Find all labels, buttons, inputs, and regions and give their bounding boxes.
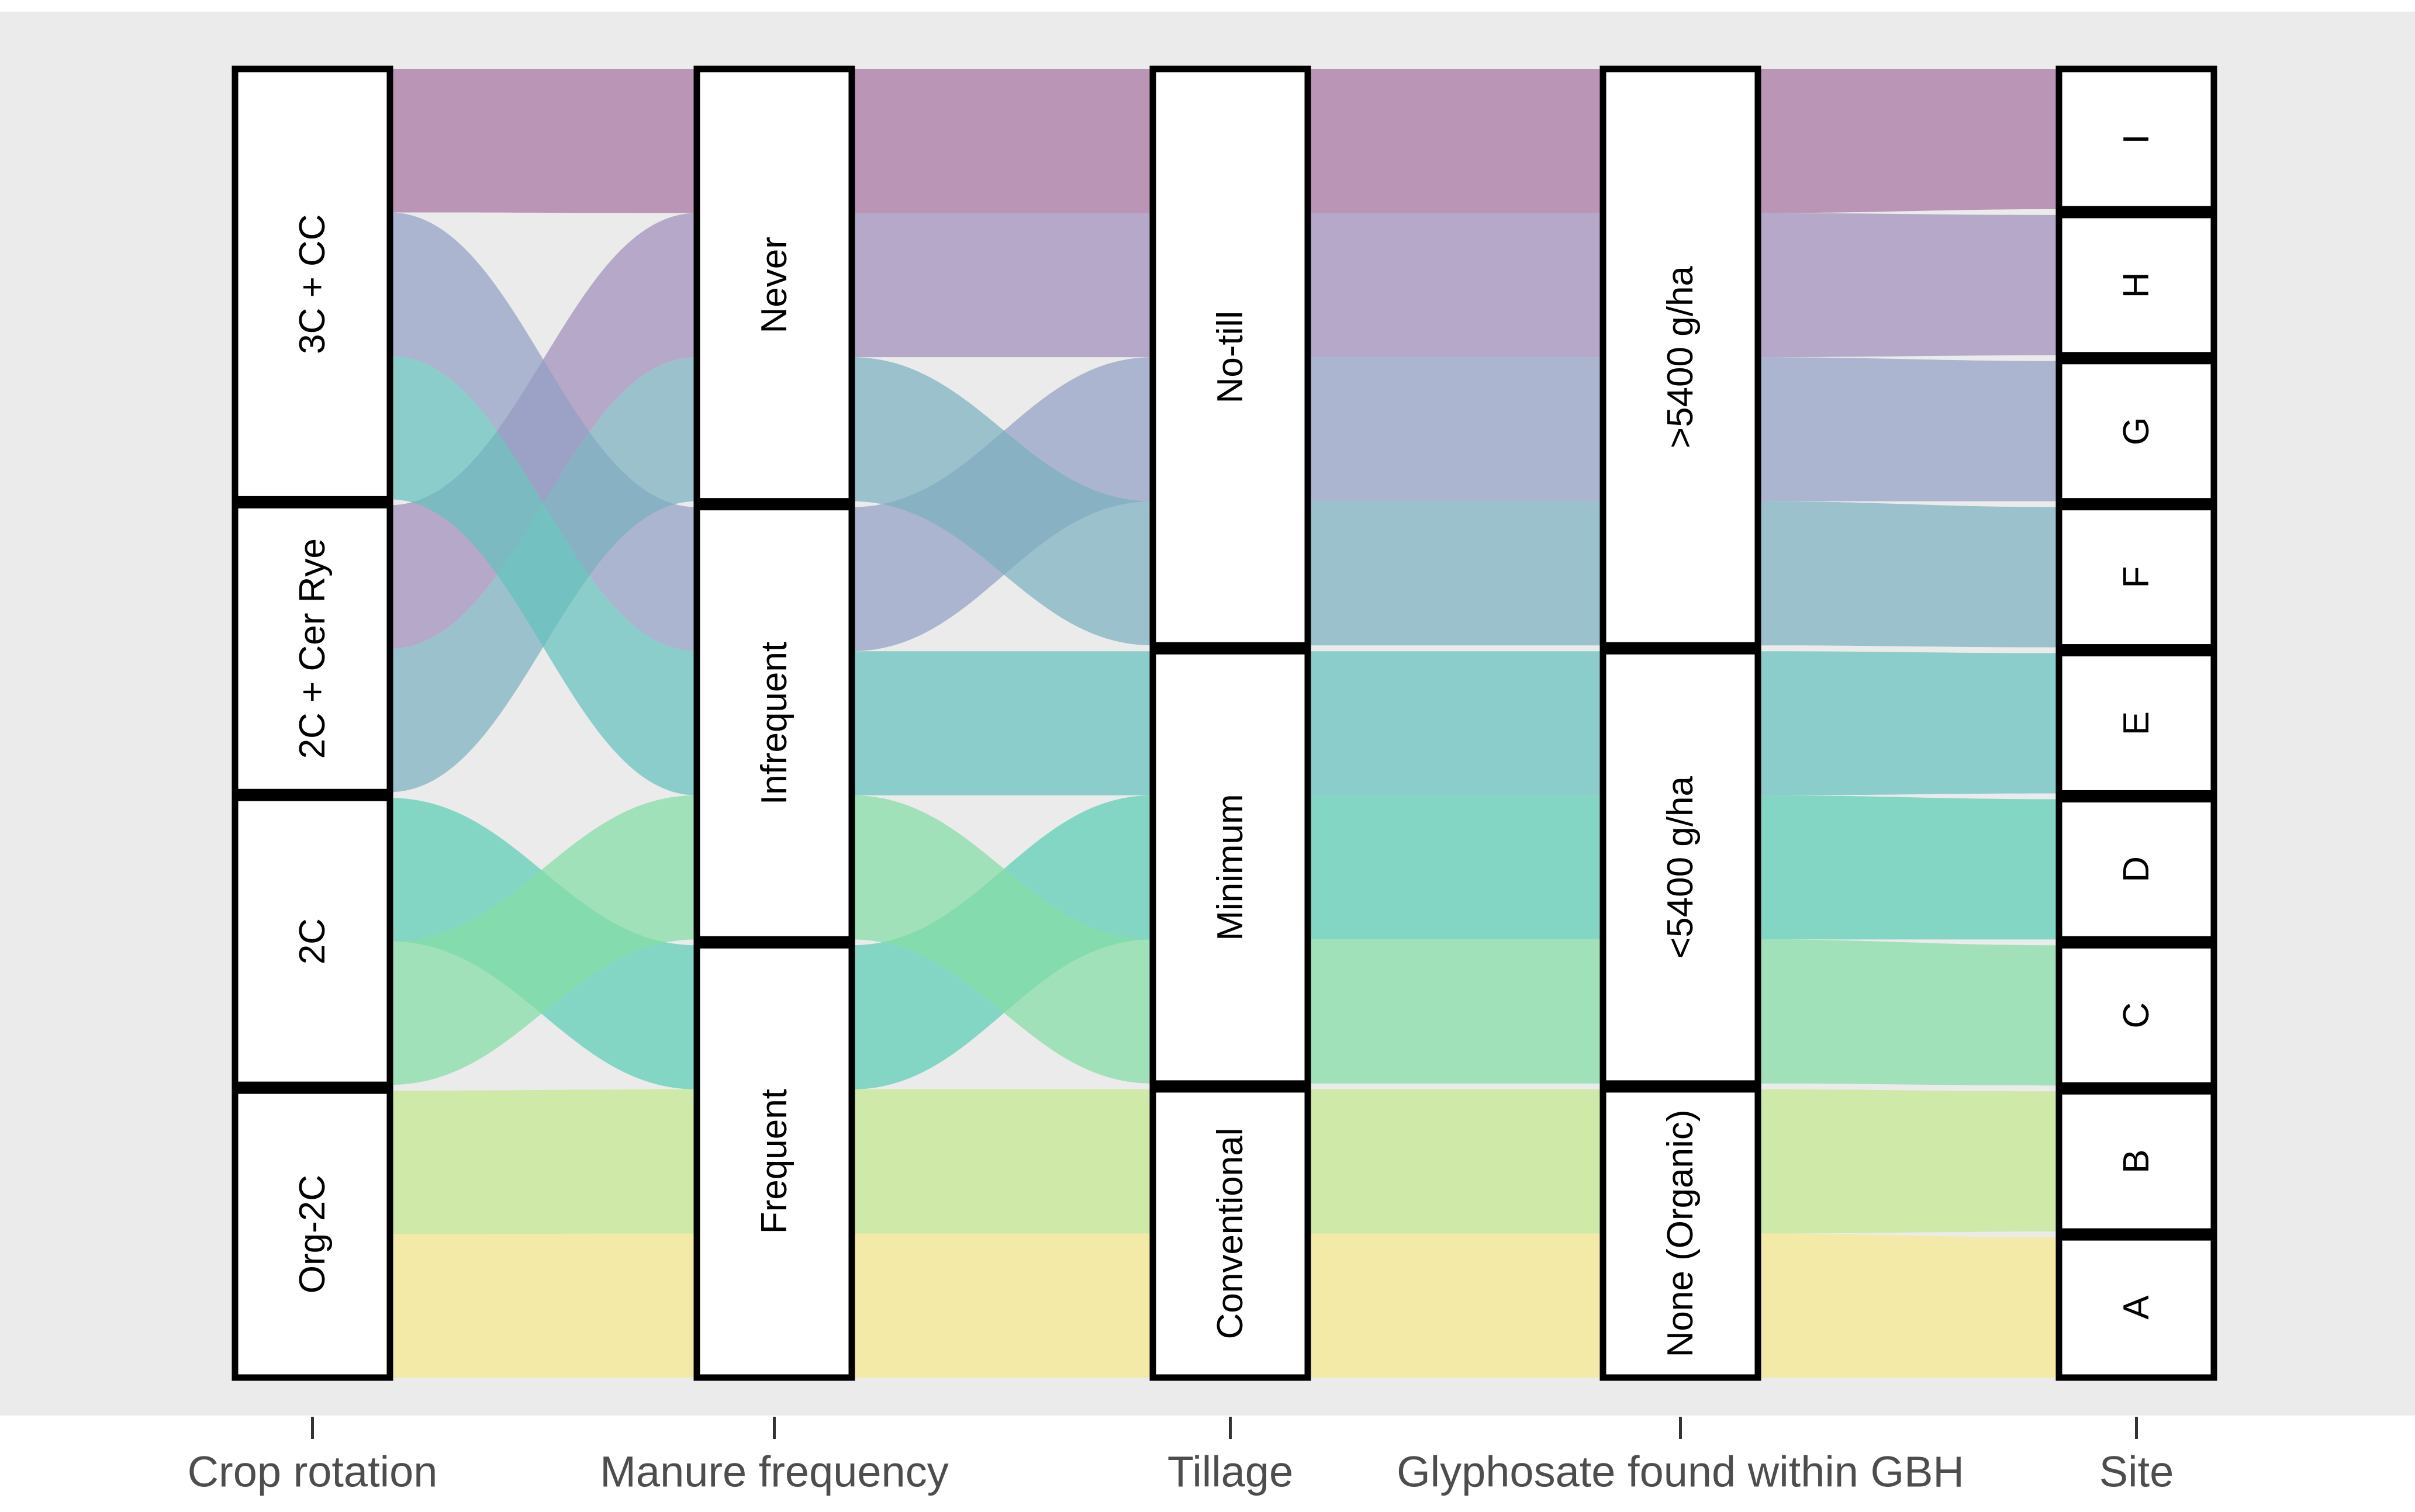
stratum-label-site-b: B [2116, 1149, 2157, 1173]
flow-ribbon-site-b [1308, 1089, 1603, 1234]
stratum-glyphosate-5400-g-ha[interactable] [1599, 65, 1761, 649]
flow-ribbon-site-f [1758, 501, 2059, 648]
stratum-label-site-e: E [2116, 711, 2157, 735]
stratum-label-manure_frequency-infrequent: Infrequent [754, 642, 794, 805]
stratum-label-site-c: C [2116, 1002, 2157, 1029]
flow-ribbon-site-d [1758, 795, 2059, 940]
stratum-site-e[interactable] [2055, 650, 2217, 797]
stratum-label-site-d: D [2116, 856, 2157, 883]
stratum-crop_rotation-3c-cc[interactable] [232, 65, 393, 503]
stratum-site-c[interactable] [2055, 942, 2217, 1089]
axis-titles-layer: Crop rotation Manure frequency Tillage Glyp… [188, 1448, 2174, 1496]
stratum-label-glyphosate-5400-g-ha: <5400 g/ha [1660, 776, 1701, 959]
flow-ribbon-site-b [852, 1089, 1153, 1234]
flow-ribbon-site-e [852, 651, 1153, 795]
stratum-site-g[interactable] [2055, 358, 2217, 505]
stratum-site-a[interactable] [2055, 1234, 2217, 1381]
flow-ribbon-site-h [1758, 213, 2059, 358]
stratum-labels-layer: 3C + CC 2C + Cer Rye 2C Org-2C NeverInfreque… [292, 134, 2157, 1357]
axis-title-tillage: Tillage [1167, 1448, 1293, 1496]
flow-ribbon-site-g [1308, 357, 1603, 501]
axis-title-site: Site [2099, 1448, 2174, 1496]
flow-ribbon-site-c [390, 795, 697, 1085]
stratum-label-crop_rotation-2c: 2C [292, 918, 333, 964]
stratum-label-tillage-no-till: No-till [1210, 311, 1250, 403]
flow-ribbon-site-b [390, 1089, 697, 1234]
stratum-glyphosate-5400-g-ha[interactable] [1599, 648, 1761, 1087]
stratum-label-manure_frequency-never: Never [754, 237, 794, 333]
flow-ribbon-site-d [1308, 795, 1603, 940]
stratum-label-site-i: I [2116, 134, 2157, 144]
stratum-manure_frequency-frequent[interactable] [693, 942, 855, 1381]
stratum-tillage-conventional[interactable] [1149, 1086, 1311, 1381]
stratum-site-f[interactable] [2055, 504, 2217, 651]
stratum-label-site-g: G [2116, 417, 2157, 445]
stratum-label-glyphosate-none-organic: None (Organic) [1660, 1110, 1701, 1358]
flow-ribbon-site-c [1308, 939, 1603, 1084]
stratum-crop_rotation-2c-cer-rye[interactable] [232, 501, 393, 795]
stratum-site-i[interactable] [2055, 65, 2217, 213]
stratum-label-tillage-minimum: Minimum [1210, 794, 1250, 940]
stratum-label-site-f: F [2116, 566, 2157, 589]
flow-ribbon-site-i [1758, 69, 2059, 213]
stratum-tillage-minimum[interactable] [1149, 648, 1311, 1087]
axis-title-crop_rotation: Crop rotation [188, 1448, 438, 1496]
stratum-manure_frequency-infrequent[interactable] [693, 504, 855, 943]
axis-ticks-layer [311, 1417, 2138, 1439]
stratum-label-manure_frequency-frequent: Frequent [754, 1089, 794, 1234]
axis-title-manure_frequency: Manure frequency [600, 1448, 948, 1496]
flow-ribbon-site-g [1758, 357, 2059, 501]
strata-boxes-layer [232, 65, 2217, 1381]
stratum-site-d[interactable] [2055, 795, 2217, 943]
flow-ribbon-site-i [390, 69, 697, 213]
stratum-site-h[interactable] [2055, 212, 2217, 359]
flow-ribbons-layer [390, 69, 2059, 1378]
flow-ribbon-site-f [852, 357, 1153, 646]
flow-ribbon-site-b [1758, 1089, 2059, 1234]
flow-ribbon-site-a [390, 1233, 697, 1378]
stratum-tillage-no-till[interactable] [1149, 65, 1311, 649]
flow-ribbon-site-c [852, 795, 1153, 1084]
stratum-label-crop_rotation-org-2c: Org-2C [292, 1175, 333, 1293]
flow-ribbon-site-i [852, 69, 1153, 213]
stratum-label-tillage-conventional: Conventional [1210, 1127, 1250, 1339]
flow-ribbon-site-g [390, 212, 697, 652]
flow-ribbon-site-i [1308, 69, 1603, 213]
flow-ribbon-site-c [1758, 939, 2059, 1086]
flow-ribbon-site-e [1308, 651, 1603, 795]
stratum-glyphosate-none-organic[interactable] [1599, 1086, 1761, 1381]
flow-ribbon-site-h [1308, 213, 1603, 358]
flow-ribbon-site-a [1758, 1233, 2059, 1378]
stratum-label-site-h: H [2116, 272, 2157, 298]
stratum-site-b[interactable] [2055, 1088, 2217, 1235]
flow-ribbon-site-h [852, 213, 1153, 358]
stratum-crop_rotation-2c[interactable] [232, 794, 393, 1088]
flow-ribbon-site-f [1308, 501, 1603, 646]
stratum-crop_rotation-org-2c[interactable] [232, 1087, 393, 1381]
flow-ribbon-site-e [390, 355, 697, 795]
stratum-label-glyphosate-5400-g-ha: >5400 g/ha [1660, 266, 1701, 449]
flow-ribbon-site-e [1758, 651, 2059, 795]
stratum-label-site-a: A [2116, 1295, 2157, 1320]
stratum-manure_frequency-never[interactable] [693, 65, 855, 505]
flow-ribbon-site-a [852, 1233, 1153, 1378]
axis-title-glyphosate: Glyphosate found within GBH [1397, 1448, 1964, 1496]
flow-ribbon-site-a [1308, 1233, 1603, 1378]
stratum-label-crop_rotation-3c-cc: 3C + CC [292, 214, 333, 354]
stratum-label-crop_rotation-2c-cer-rye: 2C + Cer Rye [292, 538, 333, 759]
